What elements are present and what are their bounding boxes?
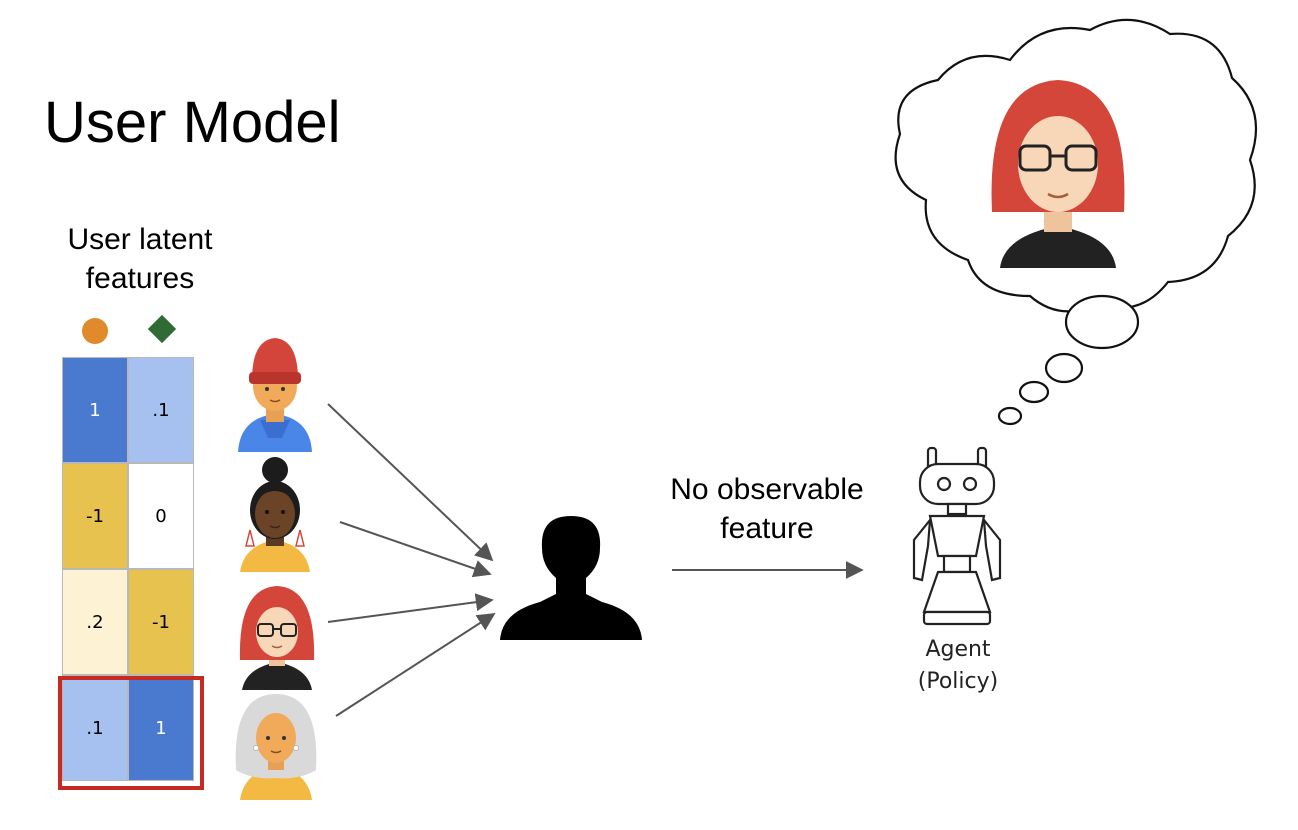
user-avatar-glasses-icon <box>239 586 315 690</box>
arrow-user3 <box>327 593 494 623</box>
user-avatar-bun-icon <box>240 457 310 572</box>
selected-row-highlight <box>58 676 204 790</box>
no-observable-feature-line2: feature <box>720 512 814 545</box>
arrow-user1 <box>327 403 494 562</box>
feature-legend <box>82 314 177 344</box>
latent-features-label-line2: features <box>85 262 195 295</box>
no-observable-feature-line1: No observable <box>670 473 864 506</box>
matrix-cell-r1-c2: .1 <box>128 357 194 463</box>
arrow-user4 <box>335 613 496 717</box>
no-observable-feature-label: No observable feature <box>640 470 894 548</box>
matrix-cell-r3-c2: -1 <box>128 569 194 675</box>
page-title: User Model <box>44 90 341 155</box>
thought-user-avatar-icon <box>991 80 1125 268</box>
orange-circle-icon <box>82 318 108 344</box>
agent-label-line2: (Policy) <box>917 669 999 694</box>
user-avatar-beanie-icon <box>238 338 312 452</box>
agent-robot-icon <box>912 446 1002 626</box>
unknown-user-silhouette-icon <box>500 516 642 640</box>
matrix-cell-r4-c2: 1 <box>128 675 194 781</box>
latent-features-label-line1: User latent <box>67 223 213 256</box>
agent-label: Agent (Policy) <box>898 634 1018 698</box>
agent-label-line1: Agent <box>925 637 991 662</box>
thought-bubble <box>894 18 1258 426</box>
matrix-cell-r4-c1: .1 <box>62 675 128 781</box>
matrix-cell-r3-c1: .2 <box>62 569 128 675</box>
matrix-cell-r2-c2: 0 <box>128 463 194 569</box>
user-avatar-white-hair-icon <box>235 694 317 800</box>
arrow-user2 <box>339 521 492 578</box>
matrix-cell-r2-c1: -1 <box>62 463 128 569</box>
matrix-cell-r1-c1: 1 <box>62 357 128 463</box>
latent-features-label: User latent features <box>40 220 240 298</box>
